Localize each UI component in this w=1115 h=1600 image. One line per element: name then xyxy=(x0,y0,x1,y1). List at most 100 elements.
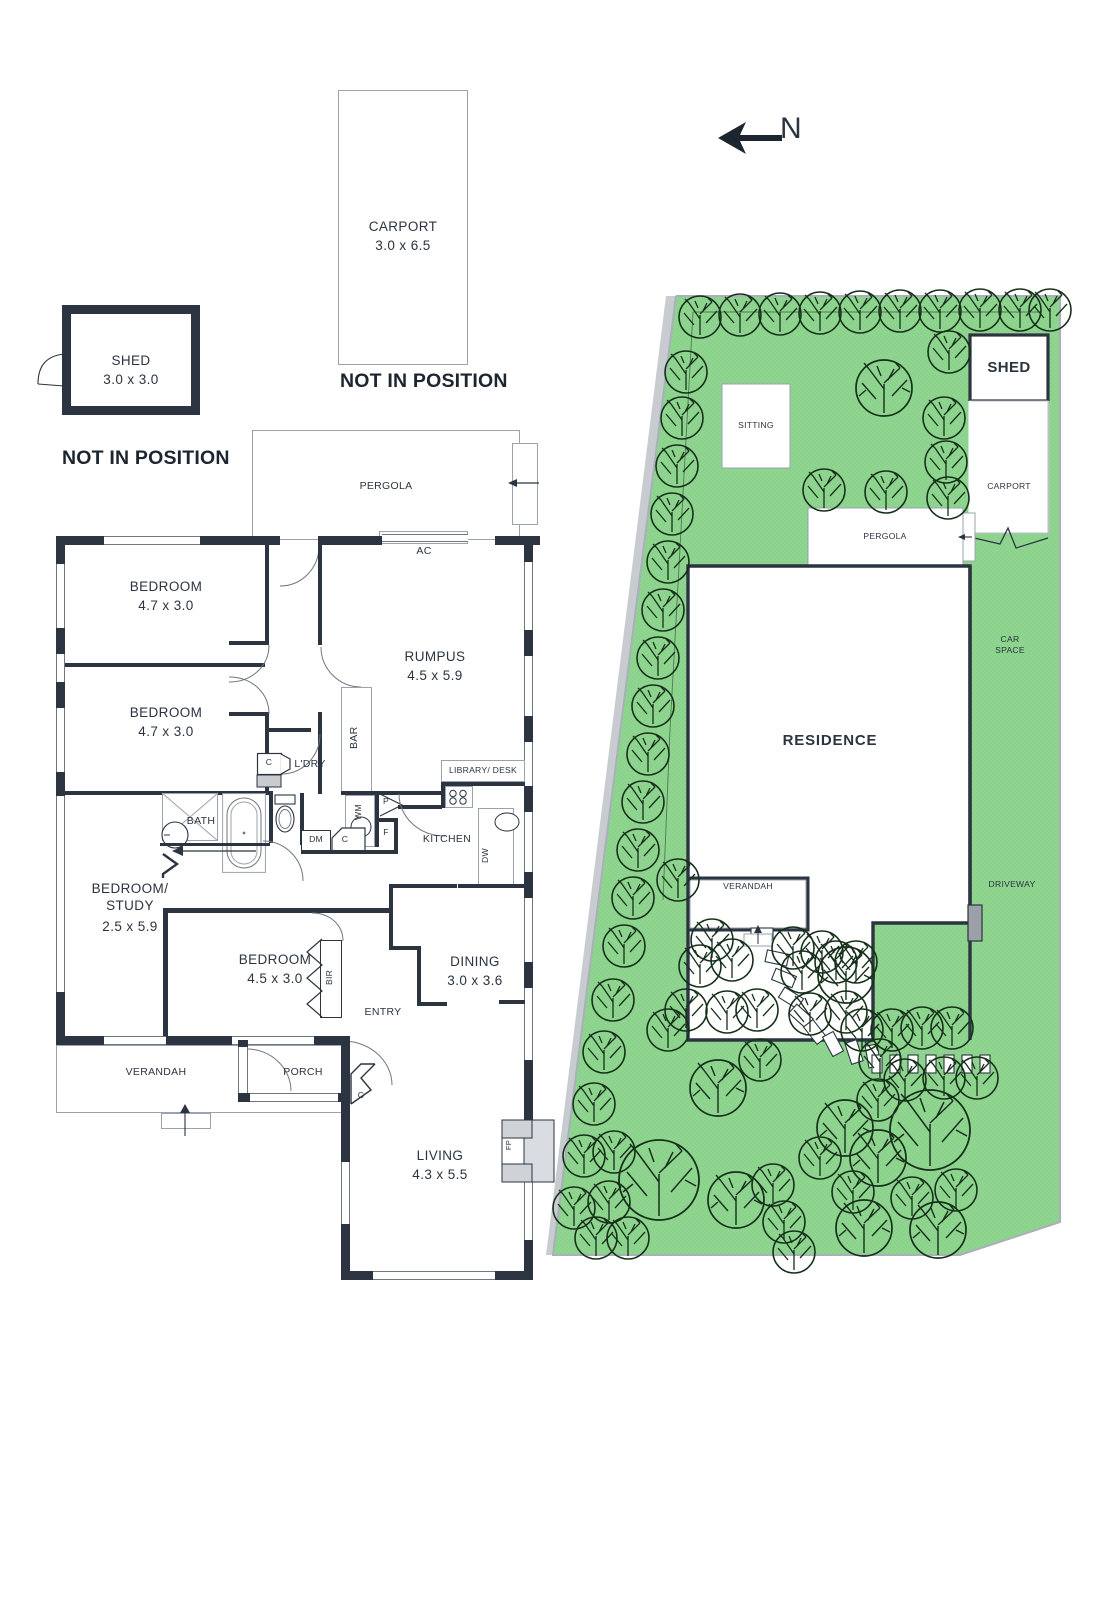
room-living-label: LIVING xyxy=(416,1148,464,1163)
door-rumpus-icon xyxy=(320,646,362,688)
bar-counter xyxy=(341,687,372,794)
window-living-bottom xyxy=(373,1271,495,1280)
exterior-wall-top-right xyxy=(495,536,540,545)
wall-kitchen-bench xyxy=(398,805,442,809)
window-bedroom2-left xyxy=(56,654,65,682)
window-bedroom1-left xyxy=(56,564,65,628)
detached-carport-note: NOT IN POSITION xyxy=(340,370,508,392)
window-bedroom3-bottom xyxy=(232,1036,314,1045)
wall-fridge-top xyxy=(375,818,398,822)
ldry-tub xyxy=(256,774,282,788)
verandah-step xyxy=(161,1113,211,1129)
wall-entry-top xyxy=(389,884,457,888)
exterior-wall-living-bottom-a xyxy=(341,1271,373,1280)
exterior-wall-living-left-b xyxy=(341,1224,350,1280)
dryer-cabinet xyxy=(301,830,331,852)
exterior-wall-left-b xyxy=(56,628,65,654)
wall-kitchen-bottom xyxy=(458,884,526,888)
exterior-wall-verandah-top-a xyxy=(56,1036,104,1045)
ac-label: AC xyxy=(416,545,432,557)
wall-utility-bottom xyxy=(301,850,398,854)
porch-door-frame-2 xyxy=(238,1072,248,1096)
room-dining-label: DINING xyxy=(450,954,500,969)
toilet-icon xyxy=(272,794,298,839)
wall-between-bedrooms xyxy=(65,663,265,667)
window-rumpus-right-1 xyxy=(524,562,533,630)
bathtub-icon xyxy=(222,793,266,873)
window-dining-right-2 xyxy=(524,898,533,962)
exterior-wall-right-e xyxy=(524,872,533,898)
wall-fridge-right xyxy=(394,818,398,852)
wall-entry-jog-2 xyxy=(417,946,421,1006)
door-bedroom1-icon xyxy=(228,644,270,684)
door-ldry-icon xyxy=(280,733,321,775)
room-bedroom2-dimensions: 4.7 x 3.0 xyxy=(138,724,194,739)
exterior-wall-right-a xyxy=(524,536,533,562)
wall-wc-right xyxy=(300,793,304,845)
window-living-left xyxy=(341,1162,350,1224)
fireplace xyxy=(501,1119,555,1183)
entry-label: ENTRY xyxy=(364,1006,402,1018)
porch-door-jamb-top xyxy=(238,1040,248,1047)
room-living-dimensions: 4.3 x 5.5 xyxy=(412,1167,468,1182)
porch-door-frame xyxy=(238,1045,248,1073)
stairs-arrow-icon xyxy=(161,852,185,880)
kitchen-sink-icon xyxy=(494,812,520,832)
library-desk xyxy=(441,760,525,782)
exterior-wall-right-g xyxy=(524,1060,533,1120)
exterior-wall-left-a xyxy=(56,536,65,564)
window-rumpus-right-2 xyxy=(524,656,533,716)
exterior-wall-left-e xyxy=(56,992,65,1040)
tree-row-left xyxy=(552,350,708,1260)
window-kitchen-right xyxy=(524,742,533,786)
built-in-robe xyxy=(320,940,342,1018)
wall-ldry-top xyxy=(265,728,311,732)
detached-shed-note: NOT IN POSITION xyxy=(62,447,230,469)
exterior-wall-top-rumpus xyxy=(318,536,382,545)
wall-utility-top xyxy=(341,791,473,795)
basin-icon xyxy=(160,820,190,850)
door-bedroom2-icon xyxy=(228,676,270,716)
exterior-wall-right-d xyxy=(524,786,533,812)
room-bedroom1-dimensions: 4.7 x 3.0 xyxy=(138,598,194,613)
wall-kitchen-top xyxy=(441,782,525,786)
door-kitchen-icon xyxy=(398,793,446,837)
wall-bath-right xyxy=(269,793,273,843)
room-rumpus-label: RUMPUS xyxy=(404,649,466,664)
wall-kitchen-left xyxy=(441,782,445,808)
site-carport-label: CARPORT xyxy=(987,481,1031,491)
window-living-right xyxy=(524,1180,533,1240)
wall-bedroom3-top xyxy=(163,908,393,913)
bath-access-arrow-icon xyxy=(168,845,258,857)
door-bedroom3-icon xyxy=(300,912,344,942)
bir-doors-icon xyxy=(305,938,323,1020)
verandah-step-arrow-icon xyxy=(178,1104,192,1138)
window-bedroom2-left-2 xyxy=(56,708,65,772)
wall-entry-jog-1 xyxy=(389,946,421,950)
tree-cluster-rear xyxy=(802,359,913,514)
cupboard-entry-icon xyxy=(349,1058,393,1106)
window-dining-right-3 xyxy=(524,988,533,1060)
north-arrow-icon xyxy=(710,112,790,164)
porch-window-bottom xyxy=(250,1093,338,1102)
wall-bedroom1-right xyxy=(265,545,269,645)
window-dining-right-1 xyxy=(524,812,533,872)
site-driveway-label: DRIVEWAY xyxy=(988,879,1036,889)
cooktop-burners-icon xyxy=(448,789,470,805)
site-pergola-label: PERGOLA xyxy=(863,531,907,541)
site-sitting-label: SITTING xyxy=(738,420,774,430)
wall-entry-right xyxy=(389,884,393,950)
wall-entry-jog-3 xyxy=(417,1002,447,1006)
tree-row-top xyxy=(678,288,1072,339)
exterior-wall-left-c xyxy=(56,682,65,708)
pergola-door-arrow-icon xyxy=(505,476,541,490)
wall-rumpus-left-b xyxy=(318,712,322,794)
exterior-wall-right-f xyxy=(524,962,533,988)
window-bedroom1-top xyxy=(104,536,200,545)
site-shed-label: SHED xyxy=(987,359,1031,376)
room-study-dimensions: 2.5 x 5.9 xyxy=(102,919,158,934)
room-dining-dimensions: 3.0 x 3.6 xyxy=(447,973,503,988)
wall-bath-bottom xyxy=(160,843,270,846)
exterior-wall-left-d xyxy=(56,772,65,796)
